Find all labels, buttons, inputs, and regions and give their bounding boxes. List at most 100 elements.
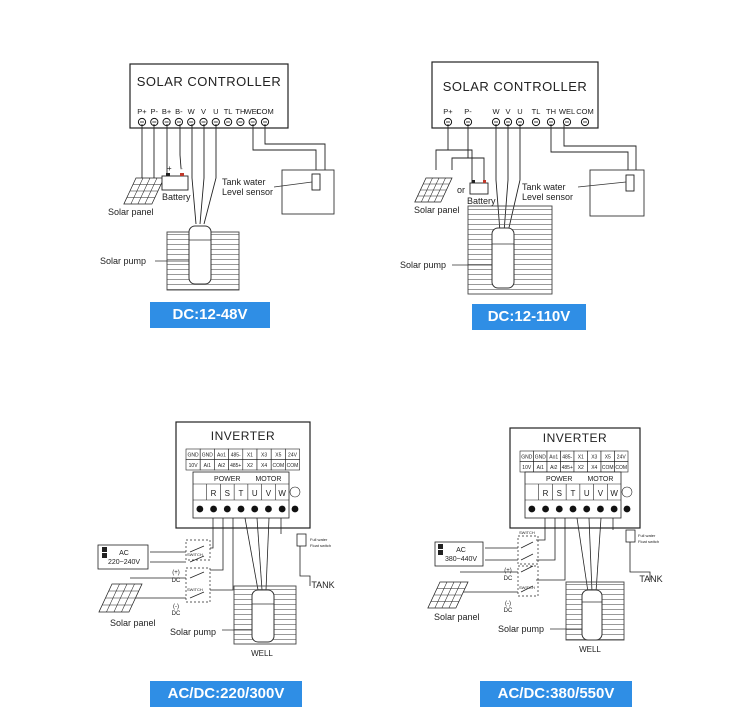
terminal-label: B+	[162, 107, 172, 116]
inverter-title: INVERTER	[211, 429, 275, 443]
io-label: 485-	[231, 453, 241, 459]
terminal-letter: U	[252, 489, 258, 498]
tank-label: TANK	[311, 580, 334, 590]
well-label: WELL	[251, 649, 273, 658]
io-label: 10V	[189, 463, 199, 469]
battery	[161, 173, 189, 191]
io-label: Ao1	[217, 453, 226, 459]
terminal-label: B-	[175, 107, 183, 116]
dc-minus-label-2: DC	[504, 608, 513, 614]
terminal-screw	[291, 505, 299, 513]
switch-2-label: SWITCH	[187, 587, 203, 592]
float-label-1: Full water	[310, 537, 328, 542]
controller-box	[431, 61, 599, 129]
io-label: X1	[247, 453, 253, 459]
power-label: POWER	[214, 476, 240, 483]
io-label: X4	[261, 463, 267, 469]
switch-1	[517, 535, 539, 565]
io-label: X3	[591, 455, 597, 461]
io-label: X1	[578, 455, 584, 461]
terminal-letter: T	[239, 489, 244, 498]
pump	[188, 225, 212, 285]
or-label: or	[457, 185, 465, 195]
voltage-badge-4: AC/DC:380/550V	[480, 681, 632, 707]
solar-panel-label: Solar panel	[434, 612, 480, 622]
float-label-2: Float switch	[310, 543, 331, 548]
terminal-label: W	[188, 107, 196, 116]
terminal-screw	[583, 505, 591, 513]
terminal-label: TL	[532, 107, 541, 116]
terminal-label: W	[492, 107, 500, 116]
terminal-label: U	[517, 107, 522, 116]
io-label: X5	[605, 455, 611, 461]
io-label: 24V	[288, 453, 298, 459]
io-label: Ai2	[218, 463, 225, 469]
io-label: GND	[535, 455, 547, 461]
io-label: 485-	[562, 455, 572, 461]
solar-panel-label: Solar panel	[108, 207, 154, 217]
battery-label: Battery	[467, 196, 496, 206]
switch-2	[517, 565, 539, 597]
ac-label-2: 220~240V	[108, 559, 140, 566]
pump-label: Solar pump	[100, 256, 146, 266]
terminal-label: V	[201, 107, 206, 116]
solar-panel	[427, 581, 469, 609]
motor-label: MOTOR	[255, 476, 281, 483]
terminal-label: COM	[576, 107, 594, 116]
terminal-screw	[610, 505, 618, 513]
terminal-label: U	[213, 107, 218, 116]
solar-panel-label: Solar panel	[414, 205, 460, 215]
terminal-screw	[237, 505, 245, 513]
motor-label: MOTOR	[587, 476, 613, 483]
io-label: Ai1	[537, 465, 544, 471]
io-label: Ai1	[204, 463, 211, 469]
terminal-letter: V	[598, 489, 604, 498]
terminal-screw	[210, 505, 217, 513]
terminal-screw	[278, 505, 286, 513]
io-label: X3	[261, 453, 267, 459]
ac-source	[434, 541, 484, 567]
terminal-label: TH	[546, 107, 556, 116]
tank-sensor-label-2: Level sensor	[522, 192, 573, 202]
tank-sensor-label-2: Level sensor	[222, 187, 273, 197]
pump-label: Solar pump	[498, 624, 544, 634]
switch-2-label: SWITCH	[519, 585, 535, 590]
ac-label-1: AC	[456, 547, 466, 554]
solar-panel	[123, 177, 165, 205]
float-label-2: Float switch	[638, 539, 659, 544]
terminal-screw	[528, 505, 536, 513]
pump	[491, 227, 515, 289]
io-label: X2	[247, 463, 253, 469]
tank	[281, 169, 335, 215]
switch-1	[185, 539, 211, 563]
switch-2	[185, 567, 211, 603]
controller-box	[129, 63, 289, 129]
dc-plus-label-2: DC	[172, 578, 181, 584]
solar-panel	[414, 177, 453, 203]
terminal-screw	[623, 505, 631, 513]
battery-plus: +	[167, 164, 172, 173]
io-label: COM	[287, 463, 299, 469]
power-label: POWER	[546, 476, 572, 483]
ac-label-1: AC	[119, 550, 129, 557]
terminal-label: P-	[151, 107, 159, 116]
ground-icon	[289, 486, 301, 498]
voltage-badge-1: DC:12-48V	[150, 302, 270, 328]
io-label: Ao1	[549, 455, 558, 461]
well-label: WELL	[579, 645, 601, 654]
io-label: GND	[188, 453, 200, 459]
terminal-letter: T	[571, 489, 576, 498]
controller-title: SOLAR CONTROLLER	[137, 74, 282, 89]
battery	[469, 180, 489, 195]
solar-panel	[98, 583, 143, 613]
